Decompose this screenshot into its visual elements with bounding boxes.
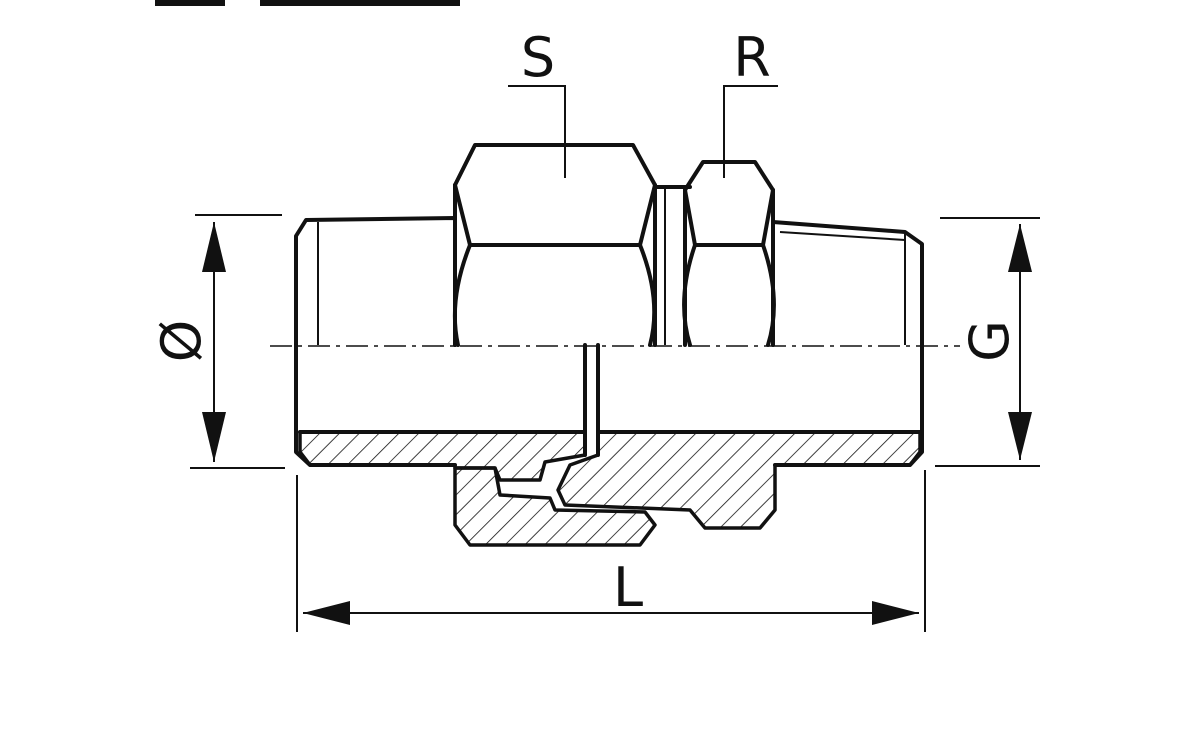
arrow-left-icon: [303, 601, 350, 625]
leader-r: [723, 85, 778, 178]
hatched-section-right: [556, 430, 922, 530]
arrow-up-icon: [202, 222, 226, 272]
hex-r: [682, 160, 776, 347]
nut-neck: [653, 185, 692, 345]
hex-nut-s: [452, 143, 657, 347]
left-male-end: [294, 216, 457, 347]
arrow-up-icon: [1008, 224, 1032, 272]
arrow-right-icon: [872, 601, 919, 625]
label-g: G: [958, 320, 1021, 362]
arrow-down-icon: [202, 412, 226, 462]
leader-s: [508, 85, 566, 178]
cropped-header-fragment: [155, 0, 460, 6]
hatched-section-nut: [453, 466, 657, 547]
arrow-down-icon: [1008, 412, 1032, 460]
label-diameter: Ø: [150, 320, 213, 363]
l-dimension: [296, 470, 926, 632]
label-r: R: [733, 26, 771, 89]
label-s: S: [521, 26, 555, 89]
hatched-section-left: [298, 430, 587, 482]
g-dimension: [935, 217, 1040, 467]
diameter-dimension: [190, 214, 285, 469]
right-male-end: [771, 220, 924, 347]
label-l: L: [613, 556, 643, 619]
